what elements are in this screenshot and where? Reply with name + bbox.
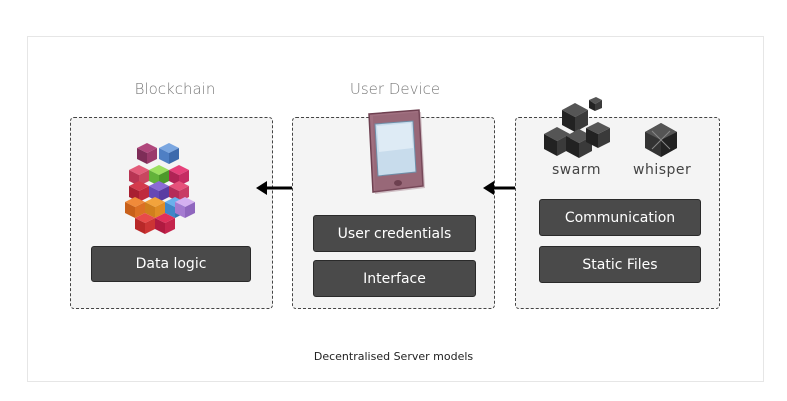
whisper-logo-icon (645, 123, 677, 157)
blockchain-cubes-icon (125, 143, 195, 234)
blockchain-panel: Data logic (70, 117, 273, 309)
static-files-box: Static Files (539, 246, 701, 283)
interface-box: Interface (313, 260, 476, 297)
diagram-caption: Decentralised Server models (313, 350, 474, 363)
whisper-logo-label: whisper (633, 162, 692, 178)
blockchain-title: Blockchain (134, 80, 216, 98)
data-logic-box: Data logic (91, 246, 251, 282)
tablet-icon (368, 109, 425, 194)
user-device-title: User Device (349, 80, 441, 98)
user-credentials-box: User credentials (313, 215, 476, 252)
swarm-logo-icon (544, 97, 610, 158)
communication-box: Communication (539, 199, 701, 236)
user-device-panel: User credentials Interface (292, 109, 495, 309)
swarm-logo-label: swarm (552, 162, 601, 178)
